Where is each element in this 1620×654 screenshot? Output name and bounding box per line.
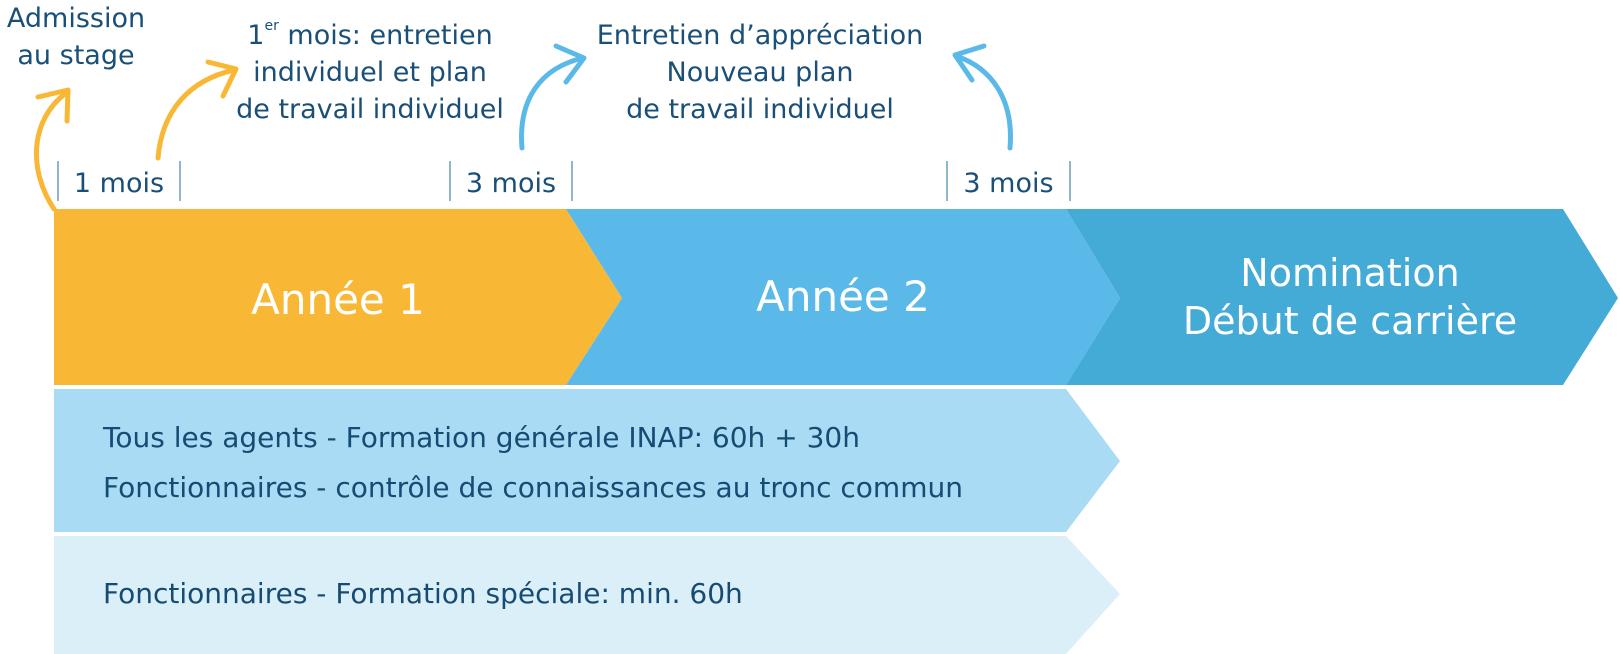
annotation-appraisal-line1: Entretien d’appréciation <box>596 20 924 51</box>
annotation-admission: Admission au stage <box>0 0 152 74</box>
training-general-line2: Fonctionnaires - contrôle de connaissanc… <box>103 471 963 504</box>
stage-nomination-chevron <box>1066 209 1618 385</box>
arrow-admission-curve <box>34 90 69 212</box>
annotation-first-month-rest: mois: entretien <box>278 20 493 51</box>
annotation-first-month-line2: individuel et plan <box>253 57 487 88</box>
stage-nomination-line1: Nomination <box>1240 251 1460 295</box>
annotation-appraisal-line2: Nouveau plan <box>666 57 854 88</box>
arrow-first-month <box>155 59 239 161</box>
tick-label-3-mois-first: 3 mois <box>465 168 557 199</box>
arrow-appraisal-right <box>952 43 1013 151</box>
stage-nomination-label: Nomination Début de carrière <box>1090 249 1610 345</box>
arrow-appraisal-left-curve <box>519 55 586 151</box>
arrow-admission <box>34 87 71 212</box>
arrow-admission-head <box>35 87 71 124</box>
stage-year2-chevron <box>566 209 1120 385</box>
arrow-first-month-curve <box>155 67 237 161</box>
stage-year1-label: Année 1 <box>251 275 425 324</box>
training-special-band <box>54 536 1120 654</box>
annotation-admission-line2: au stage <box>17 40 135 71</box>
annotation-first-month-line1: 1er mois: entretien <box>220 17 520 54</box>
stage-year1-chevron <box>54 209 622 385</box>
annotation-appraisal-line3: de travail individuel <box>626 94 894 125</box>
arrow-appraisal-left-head <box>553 43 587 85</box>
training-general-band <box>54 389 1120 532</box>
arrow-first-month-head <box>205 59 239 99</box>
annotation-first-month-sup: er <box>264 18 279 34</box>
annotation-appraisal: Entretien d’appréciation Nouveau plan de… <box>580 17 940 128</box>
stage-nomination-line2: Début de carrière <box>1182 299 1518 343</box>
arrow-appraisal-left <box>519 43 587 151</box>
training-special-text: Fonctionnaires - Formation spéciale: min… <box>103 577 743 610</box>
annotation-first-month-number: 1 <box>247 20 265 51</box>
tick-label-1-mois: 1 mois <box>73 168 165 199</box>
training-general-text: Tous les agents - Formation générale INA… <box>103 413 963 513</box>
tick-separators <box>57 161 1071 201</box>
annotation-first-month-line3: de travail individuel <box>236 94 504 125</box>
tick-label-3-mois-second: 3 mois <box>963 168 1054 199</box>
training-general-line1: Tous les agents - Formation générale INA… <box>103 421 860 454</box>
arrow-appraisal-right-curve <box>953 53 1013 151</box>
stage-year2-label: Année 2 <box>756 272 930 321</box>
annotation-first-month: 1er mois: entretien individuel et plan d… <box>220 17 520 128</box>
arrow-appraisal-right-head <box>952 43 987 83</box>
annotation-admission-line1: Admission <box>6 3 146 34</box>
